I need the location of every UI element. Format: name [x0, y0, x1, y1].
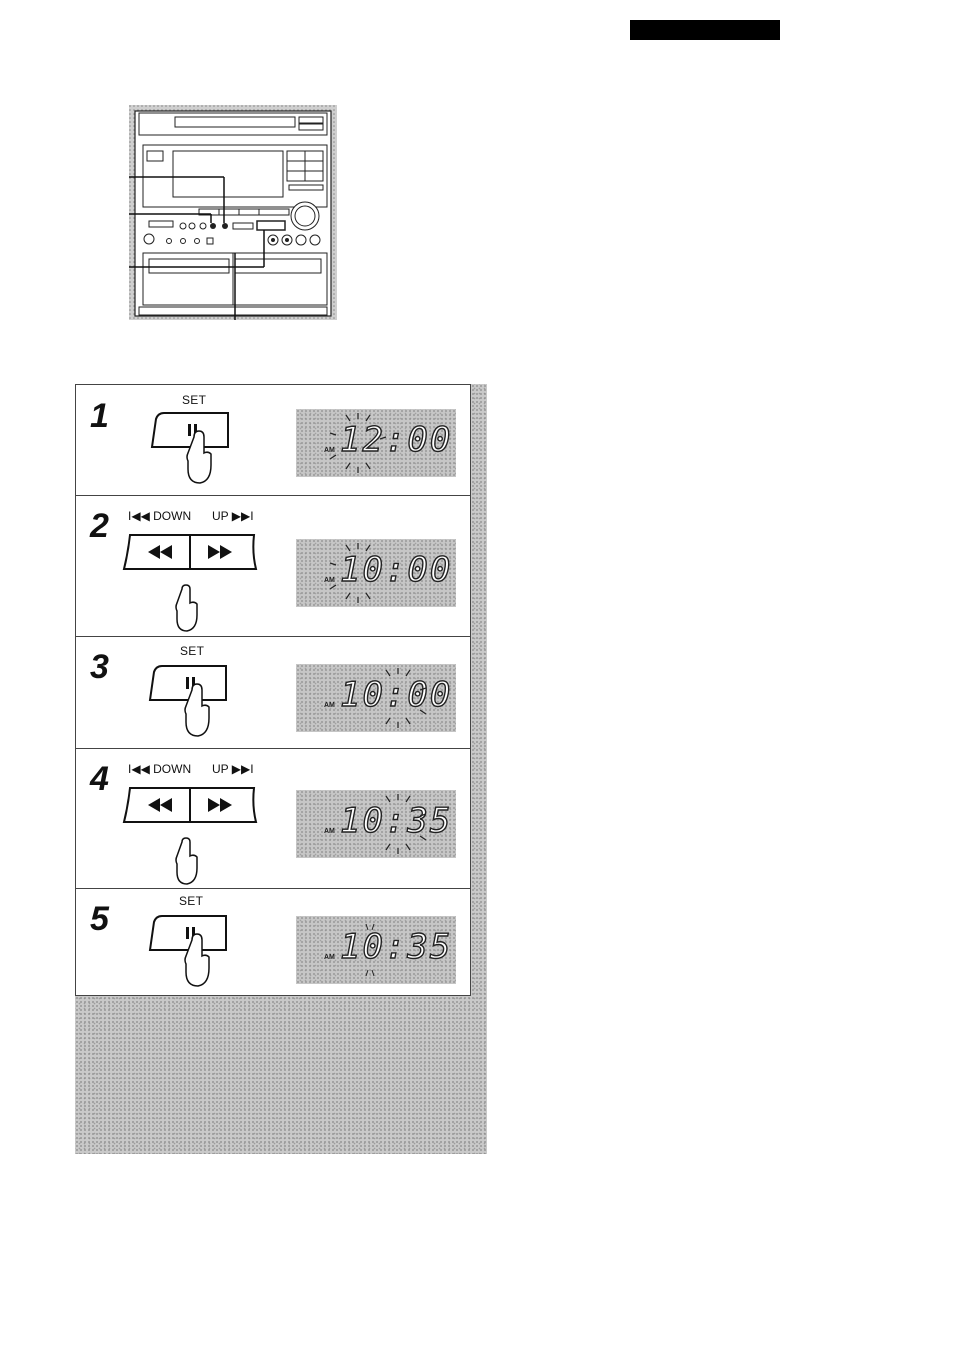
- step-number: 3: [90, 650, 109, 684]
- set-label: SET: [182, 393, 206, 407]
- blink-rays-icon: [296, 539, 456, 607]
- pointing-hand-icon: [174, 583, 204, 633]
- step-4: 4 I◀◀ DOWN UP ▶▶I AM 10:35: [76, 748, 470, 889]
- clock-display: AM 12:00: [296, 409, 456, 477]
- set-label: SET: [179, 894, 203, 908]
- step-number: 1: [90, 399, 109, 433]
- blink-rays-icon: [296, 916, 456, 984]
- down-label: I◀◀ DOWN: [128, 509, 191, 523]
- step-number: 5: [90, 902, 109, 936]
- step-5: 5 SET AM 10:35: [76, 888, 470, 995]
- section-header-bar: [630, 20, 780, 40]
- set-pause-button[interactable]: [146, 912, 230, 992]
- down-label: I◀◀ DOWN: [128, 762, 191, 776]
- pointing-hand-icon: [174, 836, 204, 886]
- clock-display: AM 10:00: [296, 664, 456, 732]
- blink-rays-icon: [296, 409, 456, 477]
- down-up-buttons[interactable]: [120, 782, 260, 832]
- step-number: 4: [90, 762, 109, 796]
- stereo-system-illustration: [129, 105, 337, 320]
- down-up-buttons[interactable]: [120, 529, 260, 579]
- step-3: 3 SET AM 10:00: [76, 636, 470, 749]
- clock-display: AM 10:35: [296, 790, 456, 858]
- clock-display: AM 10:35: [296, 916, 456, 984]
- set-pause-button[interactable]: [146, 662, 230, 742]
- up-label: UP ▶▶I: [212, 762, 254, 776]
- clock-setting-steps: 1 SET AM 12:00 2 I◀◀ DOWN UP ▶▶I: [75, 384, 471, 996]
- set-pause-button[interactable]: [148, 409, 232, 489]
- step-2: 2 I◀◀ DOWN UP ▶▶I AM 10:00: [76, 495, 470, 637]
- blink-rays-icon: [296, 790, 456, 858]
- clock-display: AM 10:00: [296, 539, 456, 607]
- step-1: 1 SET AM 12:00: [76, 385, 470, 496]
- set-label: SET: [180, 644, 204, 658]
- step-number: 2: [90, 509, 109, 543]
- blink-rays-icon: [296, 664, 456, 732]
- up-label: UP ▶▶I: [212, 509, 254, 523]
